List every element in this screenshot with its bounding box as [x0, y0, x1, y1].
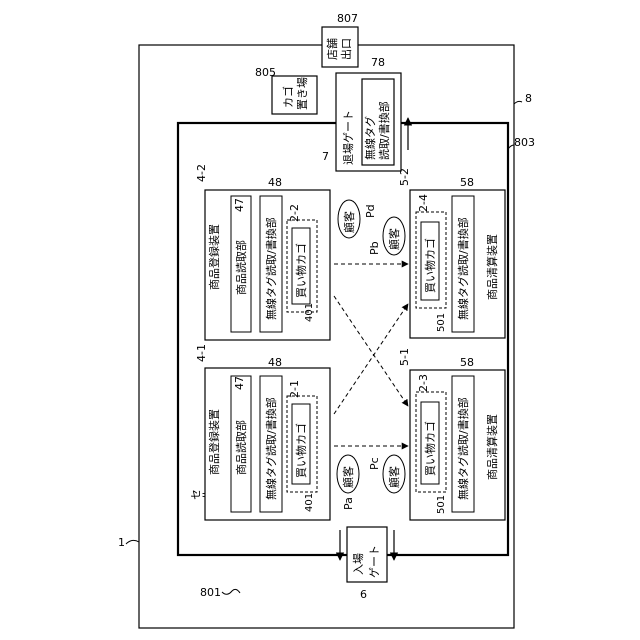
- registration-device-4-1: 4-1 商品登録装置 商品読取部 47 無線タグ読取/書換部 48 買い物カゴ …: [195, 344, 330, 520]
- reg1-ref-basket: 2-1: [288, 380, 301, 398]
- entry-gate-label-1: 入場: [352, 553, 365, 575]
- basket-place-label-1: カゴ: [281, 86, 295, 108]
- pay1-basket: 買い物カゴ: [423, 421, 437, 476]
- leader-system: [126, 540, 139, 544]
- pay1-name: 商品清算装置: [485, 414, 499, 480]
- exit-rfid-label-2: 読取/書換部: [377, 101, 391, 160]
- reg2-ref-reader: 47: [233, 198, 246, 212]
- ref-self-area: 803: [514, 136, 535, 149]
- reg1-name: 商品登録装置: [207, 409, 221, 475]
- ref-floor: 801: [200, 586, 221, 599]
- payment-device-5-1: 5-1 買い物カゴ 2-3 501 無線タグ読取/書換部 58 商品清算装置: [398, 348, 505, 520]
- pay2-ref-rfid: 58: [460, 176, 474, 189]
- reg2-ref-frame: 401: [304, 303, 315, 322]
- pay1-ref-rfid: 58: [460, 356, 474, 369]
- pay1-rfid: 無線タグ読取/書換部: [456, 397, 470, 500]
- reg1-ref: 4-1: [195, 344, 208, 362]
- entry-gate-label-2: ゲート: [368, 545, 381, 578]
- basket-place-label-2: 置き場: [296, 77, 309, 110]
- customer-pc: 顧客: [387, 466, 401, 488]
- exit-rfid-label-1: 無線タグ: [363, 116, 377, 160]
- pay2-ref-frame: 501: [436, 313, 447, 332]
- pay2-name: 商品清算装置: [485, 234, 499, 300]
- pay2-ref: 5-2: [398, 168, 411, 186]
- ref-system: 1: [118, 536, 125, 549]
- store-exit-label-1: 店舗: [325, 38, 339, 60]
- leader-floor: [222, 589, 240, 594]
- exit-gate-label: 退場ゲート: [342, 110, 355, 165]
- reg1-ref-reader: 47: [233, 376, 246, 390]
- ref-exit-rfid: 78: [371, 56, 385, 69]
- pay1-ref-basket: 2-3: [417, 374, 430, 392]
- label-pd: Pd: [364, 204, 377, 218]
- pay2-basket: 買い物カゴ: [423, 238, 437, 293]
- reg1-reader: 商品読取部: [234, 420, 248, 475]
- customer-pa: 顧客: [341, 466, 355, 488]
- store-exit-label-2: 出口: [339, 38, 353, 60]
- reg2-name: 商品登録装置: [207, 224, 221, 290]
- ref-exit-gate: 7: [322, 150, 329, 163]
- label-pc: Pc: [368, 457, 381, 470]
- ref-entry-gate: 6: [360, 588, 367, 601]
- customer-pb: 顧客: [387, 228, 401, 250]
- reg2-basket: 買い物カゴ: [294, 243, 308, 298]
- ref-basket-place: 805: [255, 66, 276, 79]
- pay2-ref-basket: 2-4: [417, 194, 430, 212]
- reg1-ref-rfid: 48: [268, 356, 282, 369]
- label-pa: Pa: [342, 497, 355, 510]
- payment-device-5-2: 5-2 買い物カゴ 2-4 501 無線タグ読取/書換部 58 商品清算装置: [398, 168, 505, 338]
- reg2-ref: 4-2: [195, 164, 208, 182]
- registration-device-4-2: 4-2 商品登録装置 商品読取部 47 無線タグ読取/書換部 48 買い物カゴ …: [195, 164, 330, 340]
- reg1-ref-frame: 401: [304, 493, 315, 512]
- reg2-reader: 商品読取部: [234, 240, 248, 295]
- customer-pd: 顧客: [342, 211, 356, 233]
- pay2-rfid: 無線タグ読取/書換部: [456, 217, 470, 320]
- ref-store-exit: 807: [337, 12, 358, 25]
- leader-store: [514, 101, 522, 104]
- reg2-rfid: 無線タグ読取/書換部: [264, 217, 278, 320]
- label-pb: Pb: [368, 241, 381, 255]
- reg2-ref-rfid: 48: [268, 176, 282, 189]
- reg2-ref-basket: 2-2: [288, 204, 301, 222]
- ref-store: 8: [525, 92, 532, 105]
- reg1-basket: 買い物カゴ: [294, 423, 308, 478]
- flow-arrow-cross-up: [334, 304, 408, 414]
- pay1-ref: 5-1: [398, 348, 411, 366]
- reg1-rfid: 無線タグ読取/書換部: [264, 397, 278, 500]
- pay1-ref-frame: 501: [436, 495, 447, 514]
- flow-arrow-cross-down: [334, 296, 408, 406]
